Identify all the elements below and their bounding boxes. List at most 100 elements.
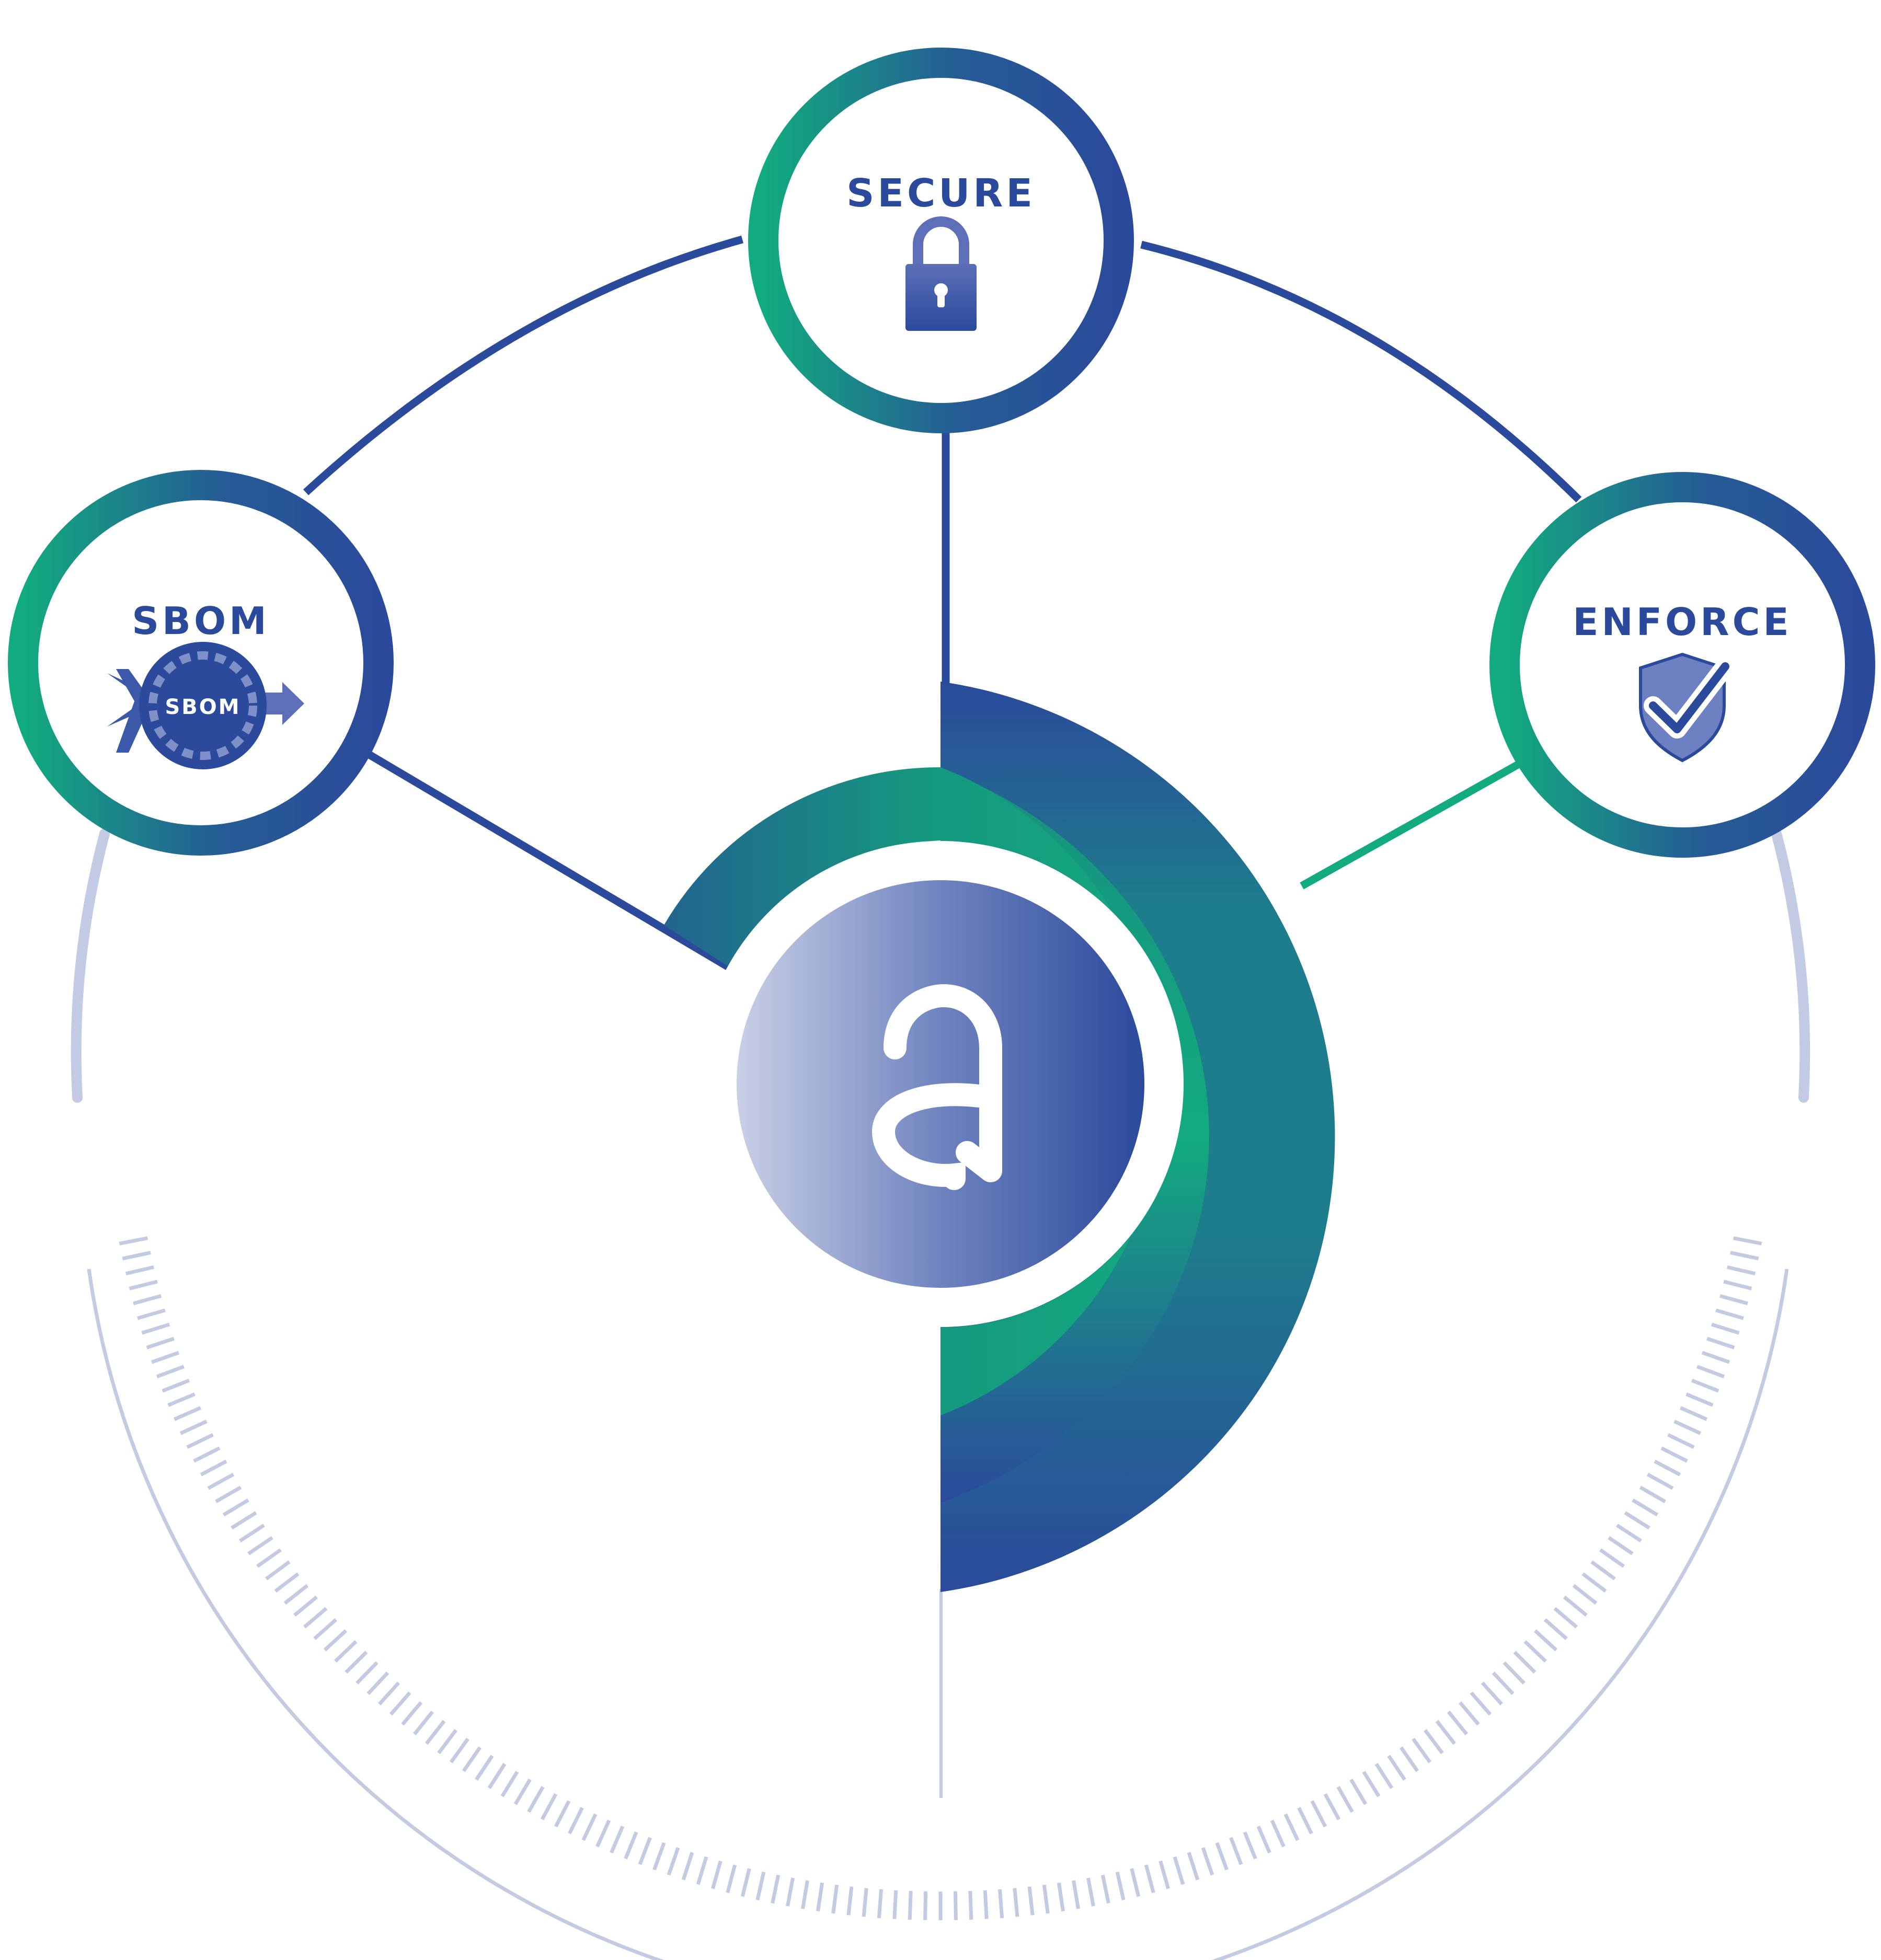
tick-mark — [1691, 1378, 1719, 1393]
tick-mark — [1013, 1888, 1019, 1917]
tick-mark — [119, 1236, 148, 1246]
tick-mark — [193, 1446, 221, 1463]
tick-mark — [1616, 1524, 1642, 1543]
tick-mark — [1470, 1691, 1492, 1716]
tick-mark — [1632, 1498, 1659, 1517]
outer-ring-bottom — [87, 1269, 1789, 1960]
tick-mark — [179, 1420, 208, 1435]
tick-mark — [1424, 1729, 1444, 1755]
tick-mark — [1543, 1618, 1568, 1640]
tick-mark — [1310, 1800, 1327, 1828]
node-sbom[interactable]: SBOM SBOM — [8, 470, 394, 856]
shield-check-icon — [1639, 652, 1735, 763]
tick-mark — [1362, 1771, 1381, 1797]
node-secure-label: SECURE — [846, 171, 1036, 216]
tick-mark — [652, 1842, 666, 1871]
tick-mark — [953, 1891, 958, 1920]
tick-mark — [1027, 1886, 1035, 1916]
tick-mark — [1533, 1629, 1558, 1652]
tick-mark — [1173, 1856, 1185, 1885]
tick-mark — [500, 1771, 519, 1797]
tick-mark — [801, 1880, 809, 1909]
tick-mark — [1229, 1837, 1243, 1865]
tick-mark — [1624, 1511, 1650, 1530]
tick-mark — [247, 1536, 273, 1555]
node-secure[interactable]: SECURE — [748, 48, 1134, 433]
tick-mark — [1072, 1880, 1080, 1909]
tick-mark — [1387, 1755, 1406, 1781]
tick-mark — [437, 1729, 457, 1755]
tick-mark — [151, 1351, 180, 1364]
sbom-gear-icon: SBOM — [107, 642, 304, 769]
tick-mark — [366, 1671, 389, 1695]
tick-mark — [1349, 1778, 1368, 1805]
tick-mark — [1243, 1831, 1257, 1860]
tick-mark — [513, 1778, 532, 1805]
node-enforce[interactable]: ENFORCE — [1489, 472, 1875, 858]
tick-mark — [1144, 1864, 1155, 1894]
tick-mark — [1435, 1720, 1456, 1745]
tick-mark — [146, 1336, 175, 1350]
tick-mark — [862, 1888, 868, 1917]
outer-ring-right — [1771, 828, 1810, 1103]
tick-mark — [568, 1807, 584, 1835]
tick-mark — [1130, 1868, 1141, 1897]
tick-mark — [726, 1864, 737, 1894]
tick-mark — [125, 1265, 154, 1276]
tick-mark — [156, 1365, 185, 1379]
tick-mark — [313, 1618, 338, 1640]
tick-mark — [908, 1890, 913, 1920]
tick-mark — [355, 1661, 379, 1685]
tick-mark — [667, 1847, 680, 1876]
tick-mark — [816, 1882, 824, 1912]
letter-a-logo-icon — [871, 984, 1002, 1190]
tick-mark — [1667, 1433, 1695, 1449]
tick-mark — [1599, 1548, 1625, 1568]
tick-mark — [1100, 1874, 1110, 1904]
tick-mark — [696, 1856, 708, 1885]
tick-mark — [137, 1308, 166, 1320]
tick-mark — [129, 1279, 158, 1290]
tick-mark — [1159, 1860, 1170, 1889]
tick-mark — [1523, 1640, 1547, 1663]
tick-mark — [1608, 1536, 1634, 1555]
tick-mark — [554, 1800, 571, 1828]
tick-mark — [1400, 1746, 1419, 1772]
tick-mark — [1086, 1877, 1095, 1907]
tick-mark — [141, 1322, 170, 1335]
tick-mark — [1706, 1336, 1735, 1350]
connector-enforce-center — [1300, 760, 1521, 890]
tick-mark — [1201, 1847, 1214, 1876]
tick-mark — [475, 1755, 494, 1781]
tick-mark — [345, 1651, 368, 1674]
tick-mark — [1660, 1446, 1688, 1463]
tick-mark — [207, 1472, 235, 1490]
tick-mark — [1646, 1472, 1674, 1490]
tick-mark — [1685, 1392, 1714, 1407]
tick-mark — [581, 1813, 598, 1841]
tick-mark — [1563, 1595, 1588, 1617]
sbom-gear-badge: SBOM — [165, 695, 240, 719]
tick-mark — [462, 1746, 481, 1772]
tick-mark — [1730, 1251, 1759, 1261]
tick-mark — [1336, 1786, 1354, 1813]
tick-mark — [1553, 1607, 1578, 1629]
tick-mark — [1459, 1701, 1480, 1726]
tick-mark — [1187, 1852, 1200, 1881]
tick-mark — [215, 1485, 242, 1504]
tick-mark — [831, 1884, 839, 1914]
tick-mark — [1374, 1762, 1394, 1789]
tick-mark — [1572, 1584, 1598, 1605]
tick-mark — [401, 1701, 422, 1726]
tick-mark — [1715, 1308, 1744, 1320]
tick-mark — [1696, 1365, 1725, 1379]
tick-mark — [378, 1681, 400, 1705]
tick-mark — [1727, 1265, 1756, 1276]
tick-mark — [1412, 1737, 1432, 1763]
tick-mark — [1270, 1819, 1286, 1848]
tick-mark — [412, 1710, 434, 1736]
tick-mark — [303, 1607, 328, 1629]
tick-mark — [1283, 1813, 1300, 1841]
tick-mark — [1711, 1322, 1740, 1335]
tick-mark — [293, 1595, 318, 1617]
